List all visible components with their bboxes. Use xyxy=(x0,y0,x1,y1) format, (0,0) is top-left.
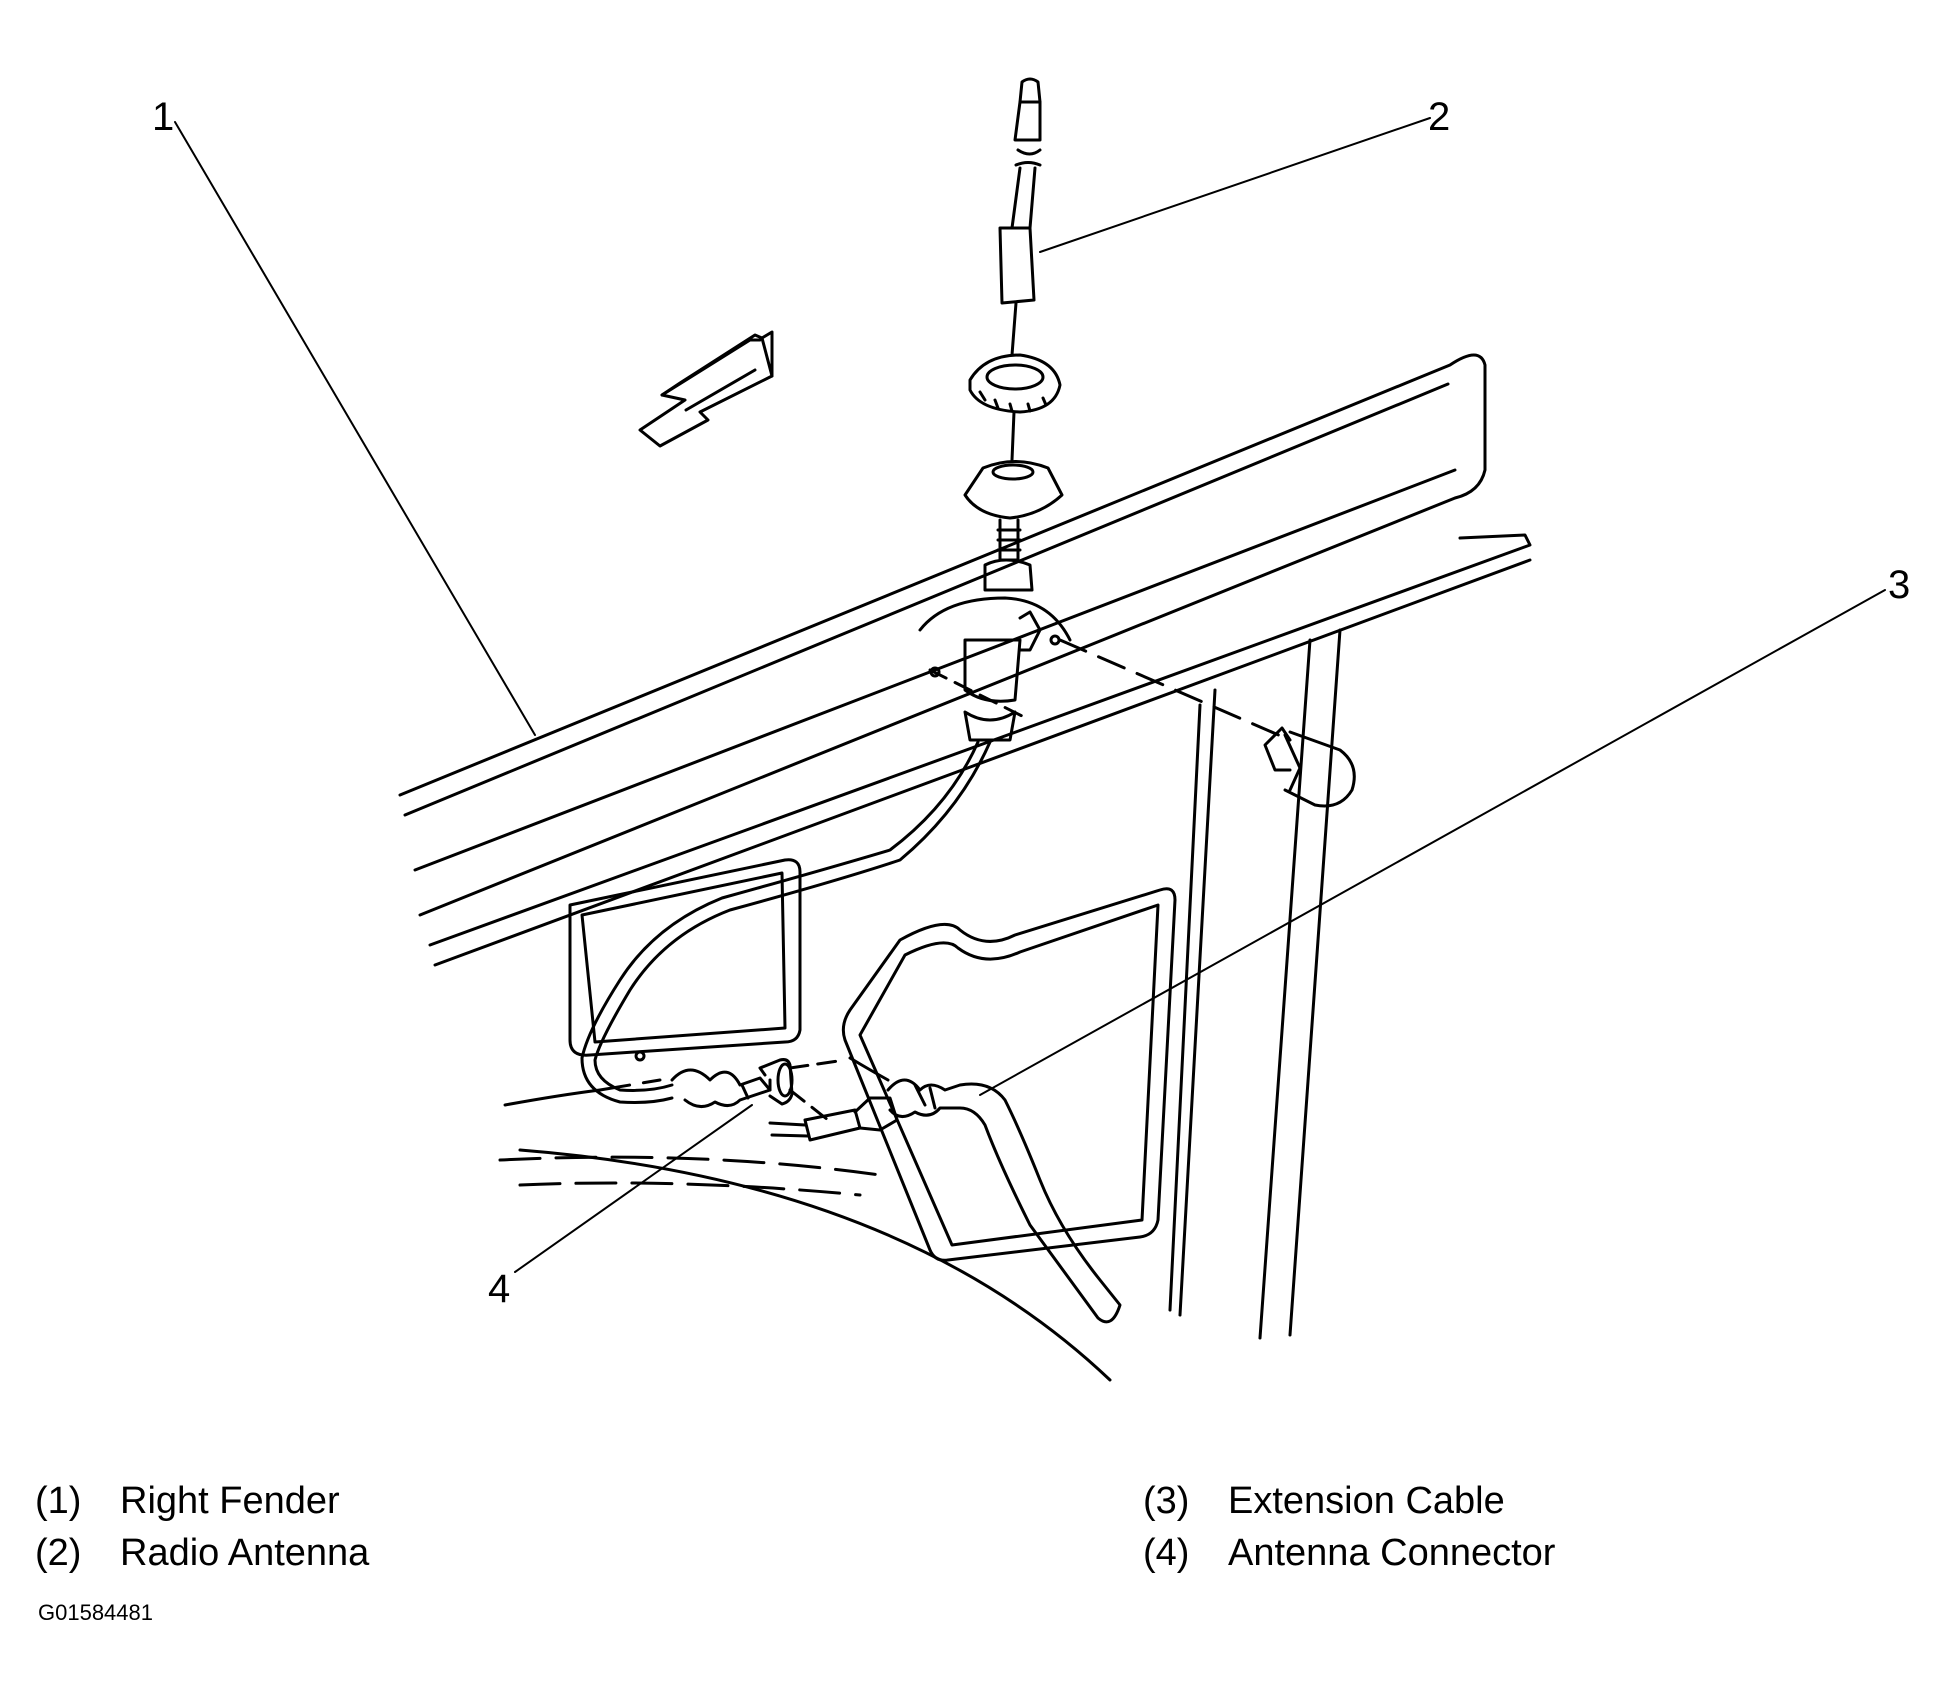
forward-direction-arrow xyxy=(638,330,774,448)
legend-item-antenna-connector: (4)Antenna Connector xyxy=(1143,1532,1556,1574)
legend-left: (1)Right Fender (2)Radio Antenna xyxy=(35,1475,369,1579)
fender-access-opening-left xyxy=(568,858,802,1057)
extension-cable xyxy=(768,1056,1122,1324)
legend-item-extension-cable: (3)Extension Cable xyxy=(1143,1480,1505,1522)
figure-id: G01584481 xyxy=(38,1600,153,1625)
callout-3: 3 xyxy=(1888,563,1910,607)
callout-4: 4 xyxy=(488,1267,510,1311)
legend-right: (3)Extension Cable (4)Antenna Connector xyxy=(1143,1475,1555,1579)
mounting-bolt xyxy=(1058,638,1356,808)
legend-item-right-fender: (1)Right Fender xyxy=(35,1480,340,1522)
callout-1: 1 xyxy=(152,95,174,139)
leader-lines xyxy=(174,117,1886,1273)
callout-2: 2 xyxy=(1428,95,1450,139)
fender-access-opening-right xyxy=(841,887,1177,1262)
antenna-connector xyxy=(634,1050,847,1122)
legend-item-radio-antenna: (2)Radio Antenna xyxy=(35,1532,370,1574)
radio-antenna xyxy=(918,77,1072,742)
right-fender xyxy=(398,353,1532,1382)
antenna-cable xyxy=(580,740,992,1104)
